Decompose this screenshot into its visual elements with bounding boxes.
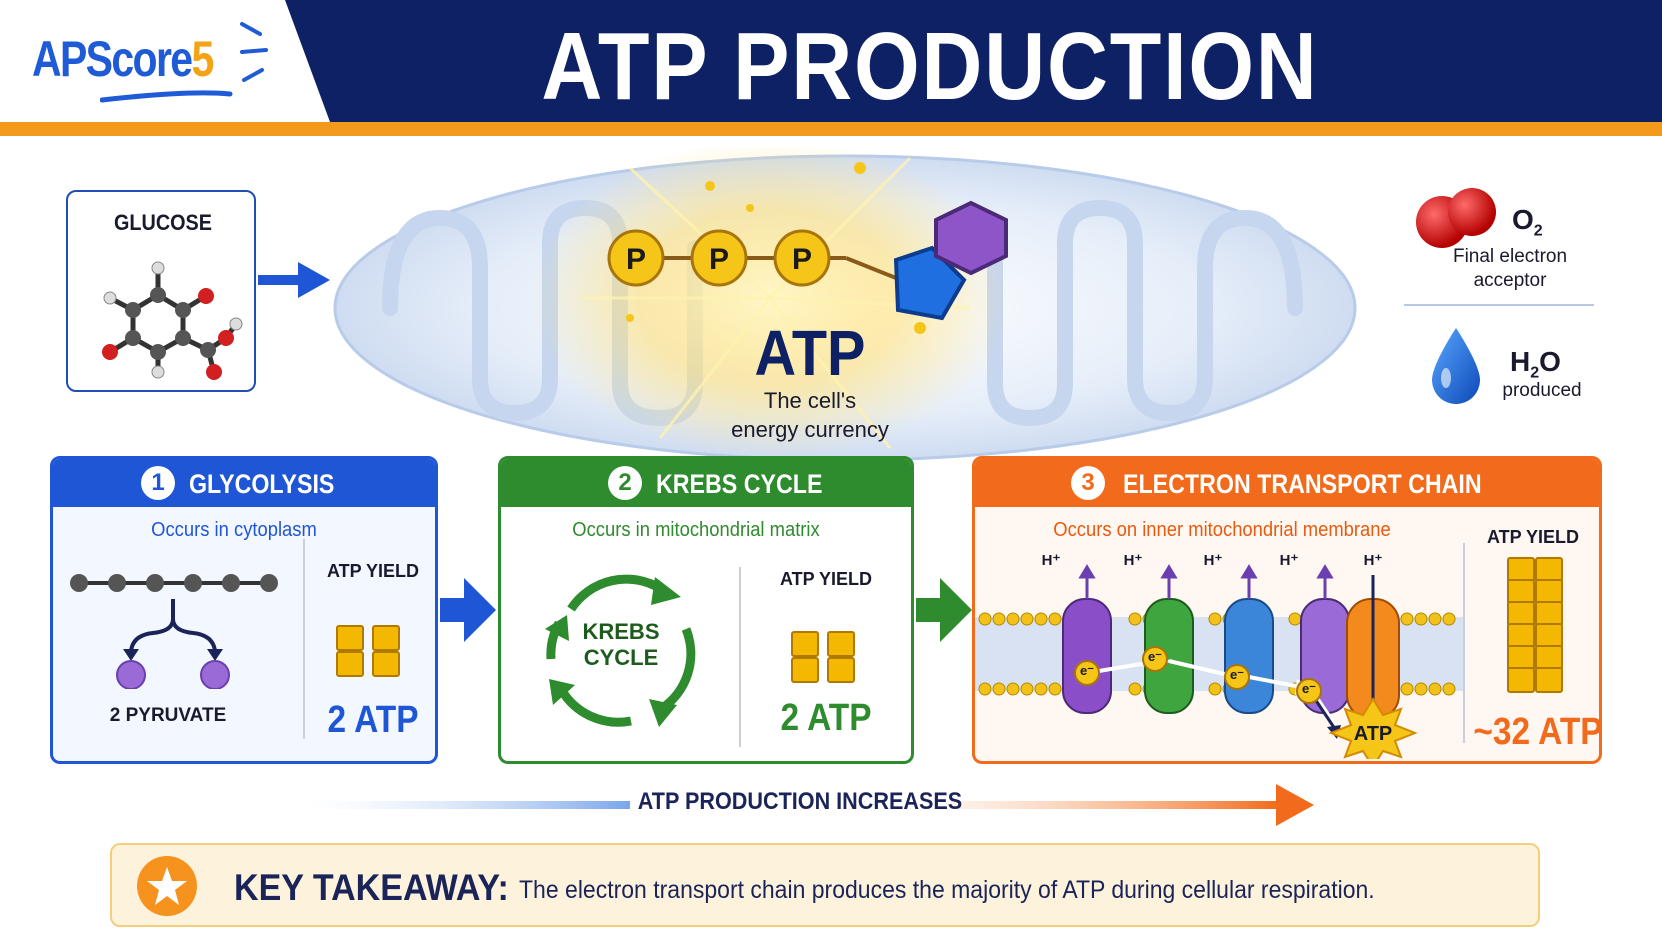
krebs-title: KREBS CYCLE — [656, 469, 823, 499]
glucose-split-diagram — [70, 574, 278, 689]
glucose-card: GLUCOSE — [66, 190, 256, 392]
electron-label-3: e⁻ — [1229, 667, 1245, 682]
etc-divider — [1463, 543, 1465, 743]
proton-label-4: H⁺ — [1279, 552, 1299, 569]
krebs-cycle-label-line2: CYCLE — [583, 645, 659, 670]
proton-label-3: H⁺ — [1203, 552, 1223, 569]
key-takeaway-text: The electron transport chain produces th… — [519, 876, 1375, 904]
oxygen-molecule-icon — [1416, 188, 1496, 248]
star-icon — [137, 856, 197, 916]
o2-caption-line2: acceptor — [1473, 270, 1547, 291]
atp-caption-line2: energy currency — [731, 417, 889, 442]
etc-header: 3 ELECTRON TRANSPORT CHAIN — [975, 459, 1599, 507]
header: APScore5 ATP PRODUCTION — [0, 0, 1662, 122]
etc-panel: 3 ELECTRON TRANSPORT CHAIN Occurs on inn… — [972, 456, 1602, 764]
proton-label-5: H⁺ — [1363, 552, 1383, 569]
key-takeaway-title: KEY TAKEAWAY: — [234, 867, 509, 908]
logo: APScore5 — [32, 30, 214, 88]
h2o-o: O — [1539, 346, 1561, 377]
glycolysis-panel: 1 GLYCOLYSIS Occurs in cytoplasm 2 PYRUV… — [50, 456, 438, 764]
side-divider — [1404, 304, 1594, 306]
logo-number: 5 — [191, 31, 214, 87]
phosphate-group-2: P — [690, 229, 748, 287]
atp-caption-line1: The cell's — [763, 388, 857, 413]
adenine-hexagon — [934, 200, 1008, 276]
phosphate-label-2: P — [709, 243, 729, 276]
krebs-location: Occurs in mitochondrial matrix — [572, 519, 820, 541]
h2o-h: H — [1510, 346, 1531, 377]
key-takeaway-box: KEY TAKEAWAY: The electron transport cha… — [110, 843, 1540, 927]
logo-speed-lines-icon — [240, 22, 268, 82]
glycolysis-step-number: 1 — [141, 466, 175, 500]
krebs-panel: 2 KREBS CYCLE Occurs in mitochondrial ma… — [498, 456, 914, 764]
o2-caption-line1: Final electron — [1452, 246, 1568, 267]
etc-location: Occurs on inner mitochondrial membrane — [1053, 519, 1391, 541]
electron-transport-chain-diagram — [975, 564, 1465, 759]
h2o-caption: produced — [1502, 380, 1582, 401]
ribose-pentagon — [893, 245, 967, 321]
krebs-cycle-arrows-icon — [545, 574, 696, 727]
krebs-yield-value: 2 ATP — [780, 697, 872, 739]
synthase-atp-label: ATP — [1353, 723, 1393, 745]
krebs-yield-label: ATP YIELD — [779, 569, 873, 589]
electron-label-4: e⁻ — [1301, 681, 1317, 696]
water-drop-icon — [1432, 328, 1480, 404]
glucose-label: GLUCOSE — [114, 210, 212, 235]
electron-label-2: e⁻ — [1147, 649, 1163, 664]
atp-molecule: P P P — [607, 200, 1008, 321]
proton-label-2: H⁺ — [1123, 552, 1143, 569]
krebs-header: 2 KREBS CYCLE — [501, 459, 911, 507]
atp-title: ATP — [754, 317, 866, 389]
o2-symbol: O — [1512, 204, 1534, 235]
glycolysis-location: Occurs in cytoplasm — [151, 519, 317, 541]
etc-yield-value: ~32 ATP — [1473, 711, 1602, 753]
pyruvate-label: 2 PYRUVATE — [109, 705, 227, 726]
krebs-divider — [739, 567, 741, 747]
header-divider — [0, 122, 1662, 136]
page-title: ATP PRODUCTION — [541, 13, 1319, 120]
glycolysis-yield-label: ATP YIELD — [326, 561, 420, 581]
proton-label-1: H⁺ — [1041, 552, 1061, 569]
phosphate-group-3: P — [773, 229, 831, 287]
etc-yield-label: ATP YIELD — [1486, 527, 1580, 547]
electron-label-1: e⁻ — [1079, 663, 1095, 678]
atp-increase-label: ATP PRODUCTION INCREASES — [637, 788, 963, 815]
etc-step-number: 3 — [1071, 466, 1105, 500]
glucose-molecule-icon — [102, 261, 243, 380]
atp-increase-arrow-icon — [310, 784, 1314, 826]
glycolysis-yield-value: 2 ATP — [327, 699, 419, 741]
o2-subscript: 2 — [1533, 222, 1543, 240]
o2-formula: O2 — [1512, 204, 1543, 241]
logo-swoosh-icon — [100, 90, 233, 103]
krebs-to-etc-arrow-icon — [916, 578, 972, 642]
phosphate-group-1: P — [607, 229, 665, 287]
krebs-step-number: 2 — [608, 466, 642, 500]
phosphate-label-3: P — [792, 243, 812, 276]
glucose-to-mitochondrion-arrow-icon — [258, 262, 330, 298]
mitochondrion-illustration — [333, 148, 1357, 462]
phosphate-label-1: P — [626, 243, 646, 276]
glycolysis-divider — [303, 539, 305, 739]
glycolysis-title: GLYCOLYSIS — [189, 469, 335, 499]
etc-title: ELECTRON TRANSPORT CHAIN — [1123, 469, 1482, 499]
h2o-subscript: 2 — [1530, 364, 1540, 382]
logo-text: APScore — [32, 31, 193, 87]
glycolysis-to-krebs-arrow-icon — [440, 578, 496, 642]
glycolysis-header: 1 GLYCOLYSIS — [53, 459, 435, 507]
krebs-cycle-label-line1: KREBS — [582, 619, 660, 644]
h2o-formula: H2O — [1510, 346, 1561, 383]
header-banner — [285, 0, 1662, 122]
